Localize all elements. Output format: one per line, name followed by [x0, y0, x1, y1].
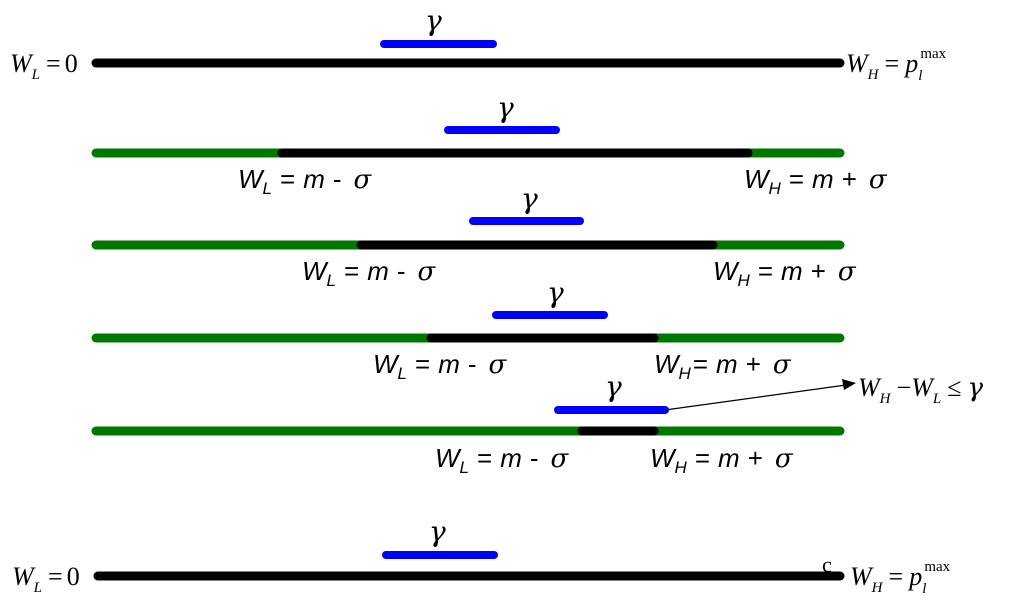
- row-5-interval: γ WH−WL≤γ WL=m-σ WH=m+σ: [91, 370, 983, 477]
- row-4-interval: γ WL=m-σ WH=m+σ: [91, 276, 845, 383]
- row-5-gamma-label: γ: [605, 370, 622, 403]
- row-6-stray-mark: c: [822, 552, 832, 577]
- row-4-wh-label: WH=m+σ: [654, 349, 792, 383]
- row-2-gamma-label: γ: [497, 91, 514, 124]
- row-4-gamma-label: γ: [547, 276, 564, 309]
- row-5-wh-label: WH=m+σ: [650, 443, 794, 477]
- callout-arrow-head: [842, 379, 856, 390]
- row-6-right-bound: WH=plmax: [850, 559, 951, 597]
- row-1-full-range: γ WL=0 WH=plmax: [10, 4, 947, 84]
- row-1-right-bound: WH=plmax: [846, 46, 947, 84]
- row-2-wh-label: WH=m+σ: [744, 164, 888, 198]
- callout-arrow-line: [664, 384, 847, 411]
- row-6-full-range: γ c WL=0 WH=plmax: [12, 515, 951, 597]
- row-1-gamma-label: γ: [425, 4, 442, 37]
- row-3-wh-label: WH=m+σ: [713, 256, 857, 290]
- row-6-gamma-label: γ: [429, 515, 446, 548]
- row-2-interval: γ WL=m-σ WH=m+σ: [91, 91, 888, 198]
- row-1-left-bound: WL=0: [10, 49, 78, 83]
- row-3-interval: γ WL=m-σ WH=m+σ: [91, 182, 857, 290]
- row-4-wl-label: WL=m-σ: [373, 349, 508, 383]
- row-2-wl-label: WL=m-σ: [238, 164, 373, 198]
- row-6-left-bound: WL=0: [12, 562, 80, 596]
- callout-condition: WH−WL≤γ: [858, 373, 983, 407]
- row-3-wl-label: WL=m-σ: [302, 256, 437, 290]
- row-5-wl-label: WL=m-σ: [435, 443, 570, 477]
- row-3-gamma-label: γ: [521, 182, 538, 215]
